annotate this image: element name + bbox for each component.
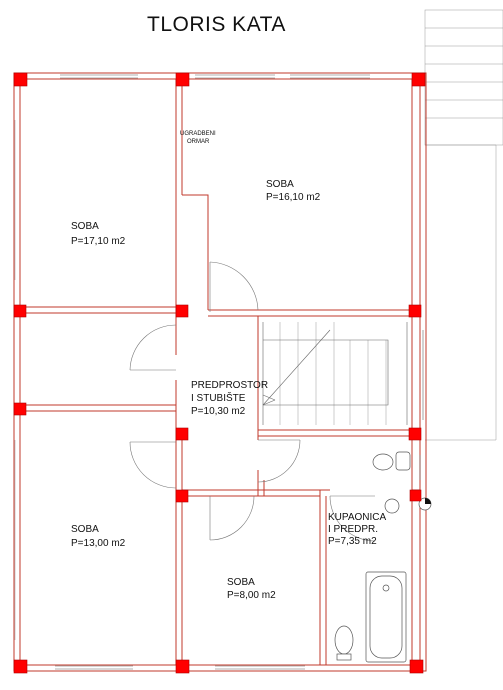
room-area: P=7,35 m2 [328, 536, 377, 547]
sink [395, 451, 411, 471]
room-name: SOBA [227, 577, 255, 588]
outer-walls [13, 72, 427, 672]
room-name: SOBA [71, 524, 99, 535]
bidet [372, 453, 394, 471]
room-area: P=13,00 m2 [71, 538, 126, 549]
windows-sides [14, 120, 424, 640]
room-area: P=8,00 m2 [227, 590, 276, 601]
room-label-predprostor: PREDPROSTOR I STUBIŠTE P=10,30 m2 [191, 380, 268, 417]
room-label-soba-4: SOBA P=8,00 m2 [227, 577, 276, 601]
room-name: SOBA [71, 221, 99, 232]
toilet [334, 625, 354, 655]
room-name: PREDPROSTOR [191, 380, 268, 391]
room-name-line2: I PREDPR. [328, 524, 378, 535]
structural-columns [13, 72, 426, 674]
interior-walls [20, 79, 420, 665]
door-swings [129, 261, 376, 542]
exterior-right [424, 9, 503, 441]
room-area: P=17,10 m2 [71, 236, 126, 247]
room-area: P=10,30 m2 [191, 406, 246, 417]
staircase [262, 322, 408, 425]
room-label-soba-2: SOBA P=16,10 m2 [266, 179, 321, 203]
windows-top [60, 74, 370, 79]
room-name-line2: I STUBIŠTE [191, 391, 246, 404]
room-name: SOBA [266, 179, 294, 190]
wardrobe-note-line1: UGRADBENI [180, 131, 216, 137]
room-label-kupaonica: KUPAONICA I PREDPR. P=7,35 m2 [328, 512, 386, 547]
room-label-soba-3: SOBA P=13,00 m2 [71, 524, 126, 549]
windows-bottom [55, 665, 305, 670]
room-name: KUPAONICA [328, 512, 386, 523]
wardrobe-note-line2: ORMAR [187, 139, 210, 145]
plan-title: TLORIS KATA [147, 13, 286, 36]
bathroom-fixtures [334, 451, 432, 663]
room-label-soba-1: SOBA P=17,10 m2 [71, 221, 126, 247]
room-area: P=16,10 m2 [266, 192, 321, 203]
